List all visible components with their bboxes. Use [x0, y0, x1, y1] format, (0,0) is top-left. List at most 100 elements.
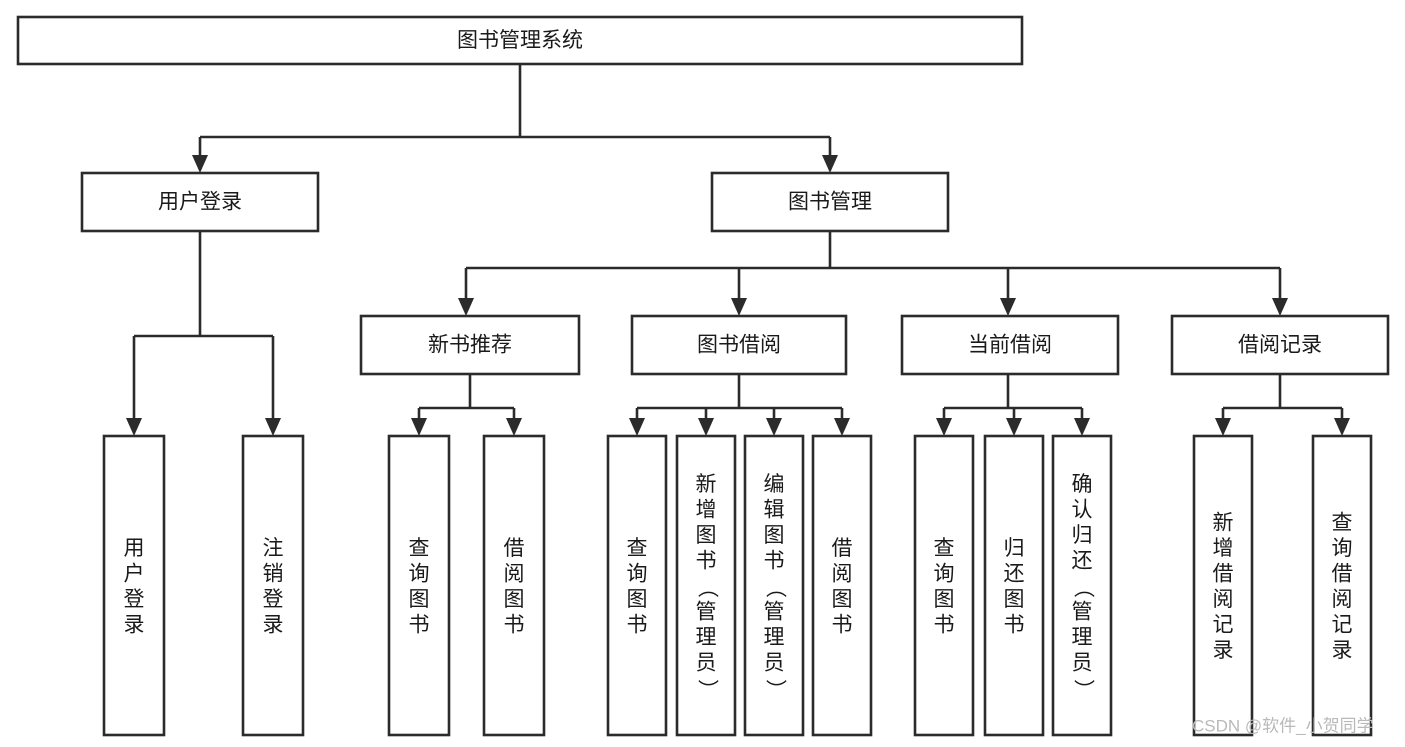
new-book-recommend-to-children-branch-1-arrowhead — [506, 418, 522, 436]
node-box-leaf-borrow-book-rec — [482, 434, 546, 737]
node-label-leaf-query-book-borrow-char-3: 书 — [627, 613, 648, 636]
node-label-leaf-borrow-book-char-2: 图 — [832, 588, 853, 611]
node-label-leaf-user-logout-char-0: 注 — [263, 537, 284, 560]
node-label-leaf-edit-book-admin-char-1: 辑 — [764, 499, 785, 522]
node-label-leaf-confirm-return-admin-char-3: 还 — [1072, 550, 1093, 573]
node-label-leaf-query-book-rec-char-1: 询 — [409, 562, 430, 585]
node-label-leaf-add-book-admin-char-1: 增 — [696, 499, 717, 522]
node-box-leaf-borrow-book — [811, 434, 873, 737]
node-label-leaf-add-borrow-record-char-3: 阅 — [1213, 588, 1234, 611]
node-label-user-login: 用户登录 — [158, 191, 242, 214]
node-box-leaf-query-book-borrow — [606, 434, 668, 737]
node-box-leaf-return-book — [983, 434, 1045, 737]
current-borrow-to-children-branch-0-arrowhead — [936, 418, 952, 436]
node-label-leaf-edit-book-admin-char-2: 图 — [764, 524, 785, 547]
node-label-leaf-borrow-book-rec-char-2: 图 — [504, 588, 525, 611]
node-box-leaf-query-borrow-record — [1311, 434, 1373, 737]
user-login-to-children-branch-1-arrowhead — [265, 418, 281, 436]
node-label-leaf-add-borrow-record-char-0: 新 — [1213, 511, 1234, 534]
node-label-leaf-user-login-char-2: 登 — [124, 588, 145, 611]
csdn-watermark: CSDN @软件_小贺同学 — [1192, 716, 1374, 735]
node-label-leaf-confirm-return-admin-char-5: 管 — [1072, 601, 1093, 624]
node-label-leaf-confirm-return-admin-char-4: （ — [1071, 577, 1094, 598]
node-book-management[interactable]: 图书管理 — [710, 171, 950, 233]
book-management-to-children-branch-1-arrowhead — [731, 298, 747, 316]
node-box-leaf-query-book-rec — [387, 434, 451, 737]
node-label-leaf-query-book-rec-char-2: 图 — [409, 588, 430, 611]
book-borrow-to-children-branch-2-arrowhead — [766, 418, 782, 436]
node-label-root: 图书管理系统 — [457, 29, 583, 52]
node-box-current-borrow — [900, 314, 1120, 376]
node-label-current-borrow: 当前借阅 — [968, 334, 1052, 357]
node-label-leaf-user-logout-char-1: 销 — [263, 562, 284, 585]
node-label-leaf-edit-book-admin-char-4: （ — [763, 577, 786, 598]
node-box-user-login — [80, 171, 320, 233]
node-label-leaf-add-borrow-record-char-1: 增 — [1213, 537, 1234, 560]
node-label-leaf-add-book-admin-char-6: 理 — [696, 626, 717, 649]
node-borrow-record[interactable]: 借阅记录 — [1170, 314, 1390, 376]
node-label-leaf-confirm-return-admin-char-7: 员 — [1072, 652, 1093, 675]
book-management-to-children-branch-0-arrowhead — [458, 298, 474, 316]
node-label-leaf-query-book-rec-char-0: 查 — [409, 537, 430, 560]
new-book-recommend-to-children-branch-0-arrowhead — [411, 418, 427, 436]
node-box-leaf-add-borrow-record — [1192, 434, 1254, 737]
node-label-leaf-query-book-borrow-char-2: 图 — [627, 588, 648, 611]
node-label-leaf-add-borrow-record-char-2: 借 — [1213, 562, 1234, 585]
node-label-leaf-add-book-admin-char-8: ） — [695, 679, 718, 700]
node-box-leaf-query-book-current — [913, 434, 975, 737]
root-to-level1-branch-0-arrowhead — [192, 155, 208, 173]
node-box-leaf-edit-book-admin — [743, 434, 805, 737]
node-label-leaf-confirm-return-admin-char-2: 归 — [1072, 524, 1093, 547]
node-user-login[interactable]: 用户登录 — [80, 171, 320, 233]
node-label-leaf-query-book-borrow-char-0: 查 — [627, 537, 648, 560]
node-label-leaf-confirm-return-admin-char-1: 认 — [1072, 499, 1093, 522]
current-borrow-to-children-branch-1-arrowhead — [1006, 418, 1022, 436]
node-label-leaf-user-login-char-3: 录 — [124, 613, 145, 636]
node-book-borrow[interactable]: 图书借阅 — [630, 314, 848, 376]
node-label-leaf-query-book-borrow-char-1: 询 — [627, 562, 648, 585]
node-label-leaf-query-borrow-record-char-2: 借 — [1332, 562, 1353, 585]
node-new-book-recommend[interactable]: 新书推荐 — [359, 314, 581, 376]
node-label-leaf-query-book-current-char-2: 图 — [934, 588, 955, 611]
borrow-record-to-children-branch-1-arrowhead — [1334, 418, 1350, 436]
node-label-leaf-add-book-admin-char-7: 员 — [696, 652, 717, 675]
user-login-to-children-branch-0-arrowhead — [126, 418, 142, 436]
node-label-leaf-add-book-admin-char-5: 管 — [696, 601, 717, 624]
node-box-new-book-recommend — [359, 314, 581, 376]
node-label-leaf-borrow-book-rec-char-3: 书 — [504, 613, 525, 636]
node-label-leaf-confirm-return-admin-char-8: ） — [1071, 679, 1094, 700]
node-box-root — [16, 15, 1024, 66]
connector-layer — [126, 64, 1350, 436]
node-label-leaf-query-book-current-char-0: 查 — [934, 537, 955, 560]
node-box-leaf-user-login — [102, 434, 166, 737]
book-management-to-children-branch-2-arrowhead — [1000, 298, 1016, 316]
node-label-leaf-return-book-char-3: 书 — [1004, 613, 1025, 636]
node-label-leaf-query-book-current-char-1: 询 — [934, 562, 955, 585]
node-box-leaf-add-book-admin — [675, 434, 737, 737]
node-label-leaf-add-book-admin-char-4: （ — [695, 577, 718, 598]
node-root[interactable]: 图书管理系统 — [16, 15, 1024, 66]
book-management-to-children-branch-3-arrowhead — [1272, 298, 1288, 316]
node-label-leaf-edit-book-admin-char-0: 编 — [764, 473, 785, 496]
node-current-borrow[interactable]: 当前借阅 — [900, 314, 1120, 376]
node-leaf-user-login[interactable]: 用户登录 — [102, 434, 166, 737]
node-label-leaf-query-borrow-record-char-4: 记 — [1332, 613, 1353, 636]
node-label-leaf-return-book-char-1: 还 — [1004, 562, 1025, 585]
node-label-book-management: 图书管理 — [788, 191, 872, 214]
node-label-leaf-edit-book-admin-char-3: 书 — [764, 550, 785, 573]
node-label-leaf-add-book-admin-char-0: 新 — [696, 473, 717, 496]
node-label-leaf-query-book-current-char-3: 书 — [934, 613, 955, 636]
